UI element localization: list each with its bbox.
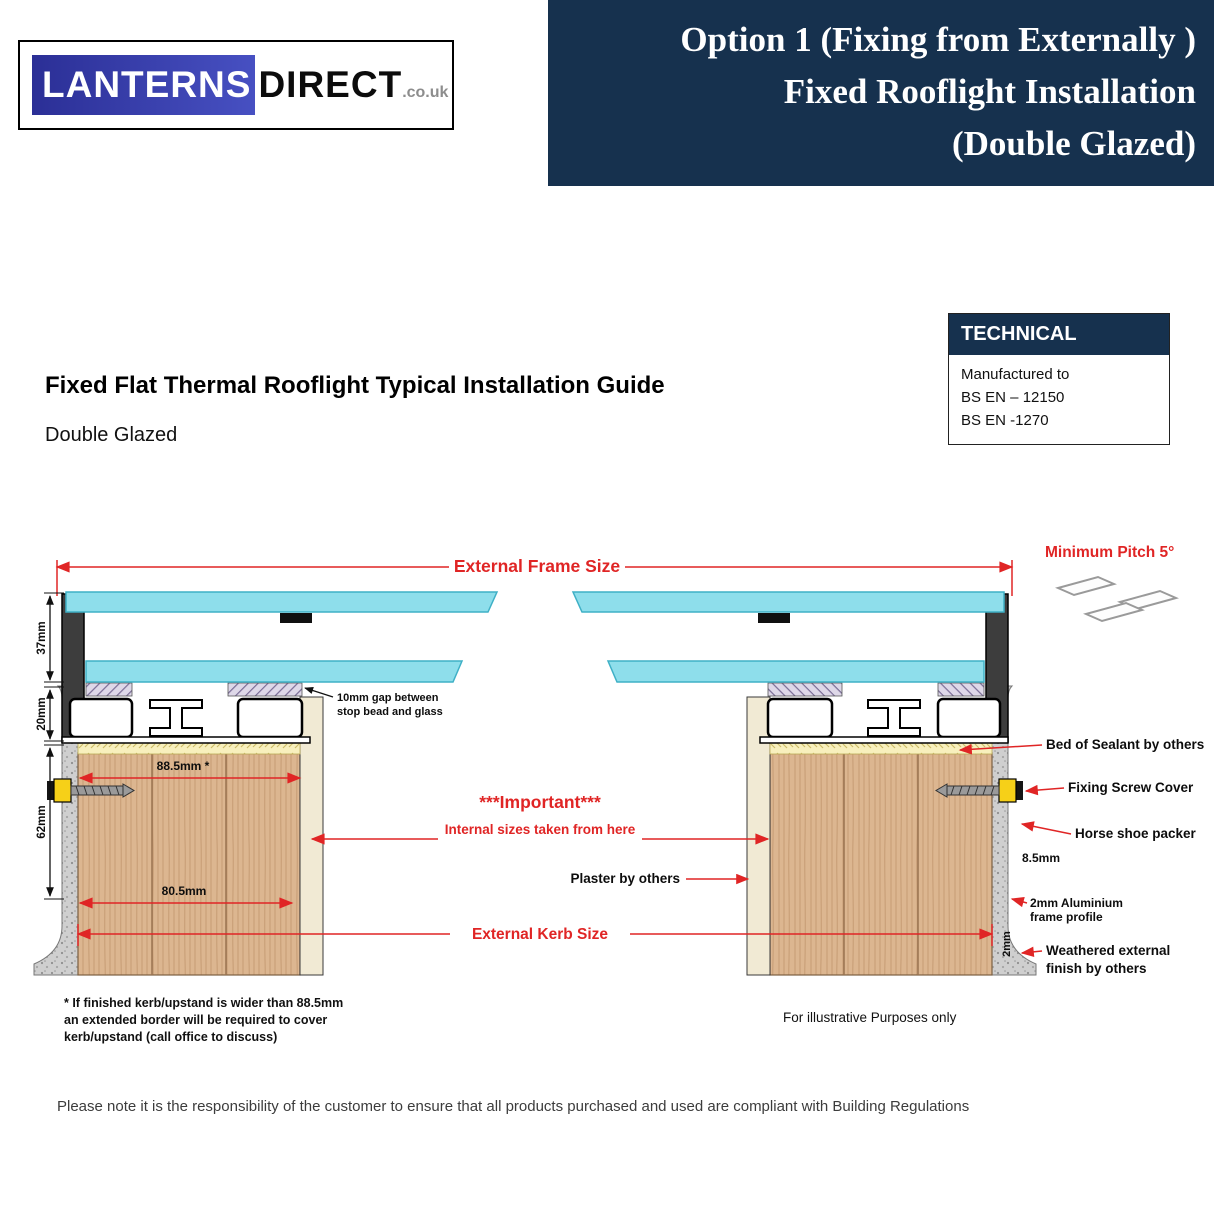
technical-line-1: Manufactured to [961,366,1070,383]
glass-pane-bottom [85,660,464,683]
horse-shoe-arrow [1020,821,1072,835]
kerb-footnote: * If finished kerb/upstand is wider than… [64,995,343,1046]
frame-chamber-b [236,697,304,739]
compliance-note: Please note it is the responsibility of … [57,1098,970,1115]
external-kerb-size-label: External Kerb Size [472,926,608,943]
alu-profile-label-2: frame profile [1030,910,1103,924]
external-frame-size-label: External Frame Size [454,556,621,576]
pitch-sketch [1055,575,1179,623]
logo: LANTERNS DIRECT .co.uk [18,40,454,130]
technical-line-2: BS EN – 12150 [961,389,1065,406]
dim-20-ticks [44,686,64,742]
dim-62-label: 62mm [36,805,48,838]
glass-spacer-bar [280,613,312,623]
kerb-footnote-line-1: * If finished kerb/upstand is wider than… [64,996,344,1010]
sealant-arrow [958,744,1043,755]
frame-chamber-a [68,697,134,739]
kerb-footnote-line-3: kerb/upstand (call office to discuss) [64,1030,278,1044]
kerb-footnote-line-2: an extended border will be required to c… [64,1013,328,1027]
logo-suffix: .co.uk [402,84,449,101]
title-line-3: (Double Glazed) [951,124,1196,163]
weathered-label-2: finish by others [1046,961,1147,976]
sealant-label: Bed of Sealant by others [1046,737,1204,752]
dim-37-ticks [44,592,64,683]
technical-line-3: BS EN -1270 [961,412,1049,429]
minimum-pitch-label: Minimum Pitch 5° [1045,544,1174,561]
installation-diagram: External Frame Size Minimum Pitch 5° 37m… [33,544,1204,977]
dim-62-ticks [44,744,64,900]
internal-sizes-label: Internal sizes taken from here [445,822,636,837]
rooflight-cross-section-mirrored [571,590,1038,977]
dim-805-label: 80.5mm [162,884,207,898]
page-title: Fixed Flat Thermal Rooflight Typical Ins… [45,372,665,399]
kerb-board-seams [151,753,227,975]
screw-cover-arrow [1024,784,1065,796]
dim-20-label: 20mm [36,697,48,730]
weathered-label-1: Weathered external [1046,943,1170,958]
thermal-break-profile [149,699,203,737]
dim-2mm-label: 2mm [1001,931,1013,957]
technical-header: TECHNICAL [949,314,1169,355]
dim-885-label: 88.5mm * [157,759,210,773]
gasket-hatch-right [227,682,303,697]
logo-lanterns: LANTERNS [32,55,256,115]
gap-note-line-1: 10mm gap between [337,692,439,704]
title-banner: Option 1 (Fixing from Externally ) Fixed… [548,0,1214,186]
frame-base-plate [61,736,311,744]
important-label: ***Important*** [479,792,601,812]
technical-body: Manufactured to BS EN – 12150 BS EN -127… [949,355,1169,444]
technical-box: TECHNICAL Manufactured to BS EN – 12150 … [948,313,1170,445]
weathered-arrow [1020,946,1043,958]
sealant-bed [77,742,301,755]
page-subtitle: Double Glazed [45,424,178,446]
gasket-hatch-left [85,682,133,697]
weathered-finish [33,685,81,976]
glass-pane-top [65,591,499,613]
title-line-1: Option 1 (Fixing from Externally ) [680,20,1196,59]
illustrative-note: For illustrative Purposes only [783,1010,957,1025]
screw-cover-label: Fixing Screw Cover [1068,780,1194,795]
title-line-2: Fixed Rooflight Installation [783,72,1196,111]
gap-note-arrow [304,687,334,698]
alu-profile-arrow [1010,896,1028,908]
plaster-label: Plaster by others [570,871,680,886]
dim-85-label: 8.5mm [1022,851,1060,865]
dim-37-label: 37mm [36,621,48,654]
rooflight-cross-section [33,591,499,976]
gap-note-line-2: stop bead and glass [337,706,443,718]
horse-shoe-label: Horse shoe packer [1075,826,1197,841]
logo-direct: DIRECT [258,64,403,105]
alu-profile-label-1: 2mm Aluminium [1030,896,1123,910]
